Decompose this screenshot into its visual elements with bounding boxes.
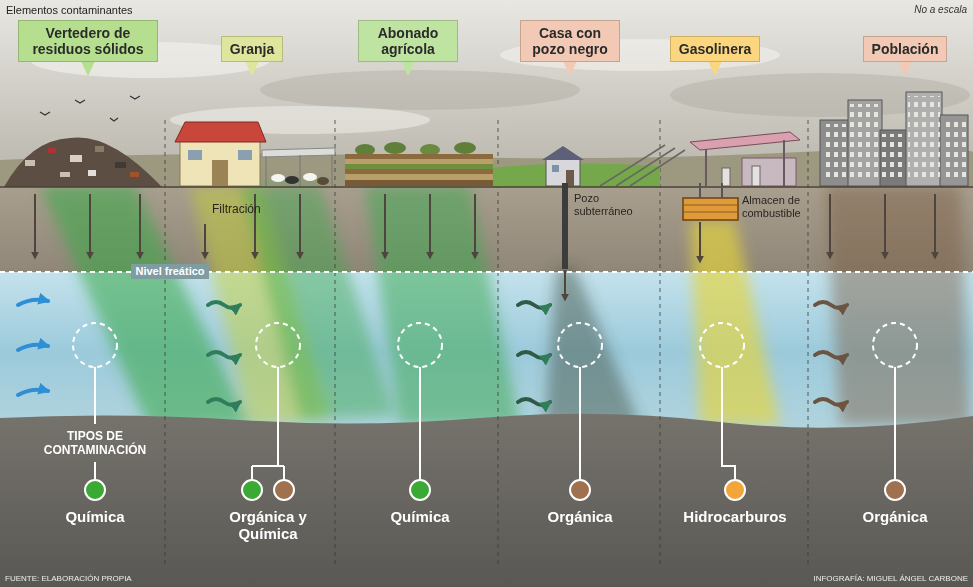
process-label: Filtración [212,203,261,217]
rails [600,145,685,186]
leader-lines [95,367,895,480]
contamination-type: Orgánica y Química [213,508,323,543]
contamination-type: Hidrocarburos [683,508,786,525]
callout-box: Casa con pozo negro [520,20,620,62]
diagram-title: Elementos contaminantes [6,4,133,17]
credit-note: INFOGRAFÍA: MIGUEL ÁNGEL CARBONE [813,574,968,583]
callout-tail [708,61,722,76]
scale-note: No a escala [914,4,967,16]
callout-text: Gasolinera [679,41,751,57]
callout-box: Población [863,36,948,62]
callout-text: Vertedero de residuos sólidos [27,25,149,57]
fuel-tank [683,183,738,220]
bedrock [0,414,973,587]
water-table-label: Nivel freático [131,264,208,279]
sample-circles [73,323,917,367]
landfill [4,96,162,187]
contamination-plumes [40,186,970,430]
legend-heading: TIPOS DE CONTAMINACIÓN [28,430,163,458]
callout-text: Población [872,41,939,57]
contamination-type: Química [65,508,124,525]
callout-box: Abonado agrícola [358,20,458,62]
callout-box: Vertedero de residuos sólidos [18,20,158,62]
gas-station [690,132,800,186]
callout-box: Granja [221,36,283,62]
part-label: Pozo subterráneo [574,192,640,217]
callout-text: Abonado agrícola [367,25,449,57]
callout-box: Gasolinera [670,36,760,62]
source-note: FUENTE: ELABORACIÓN PROPIA [5,574,132,583]
cesspit-shaft [562,183,568,269]
callout-tail [245,61,259,76]
contamination-type: Orgánica [862,508,927,525]
callout-tail [563,61,577,76]
fields [345,142,493,186]
part-label: Almacen de combustible [742,194,806,219]
city [820,92,968,186]
contamination-type: Orgánica [547,508,612,525]
callout-tail [898,61,912,76]
ground-surface [0,186,973,188]
callout-tail [401,61,415,76]
type-dots [85,480,905,500]
house [542,146,584,186]
seepage-arrows [35,194,935,300]
callout-tail [81,61,95,76]
callout-text: Granja [230,41,274,57]
callout-text: Casa con pozo negro [529,25,611,57]
contamination-type: Química [390,508,449,525]
farm [175,122,335,186]
